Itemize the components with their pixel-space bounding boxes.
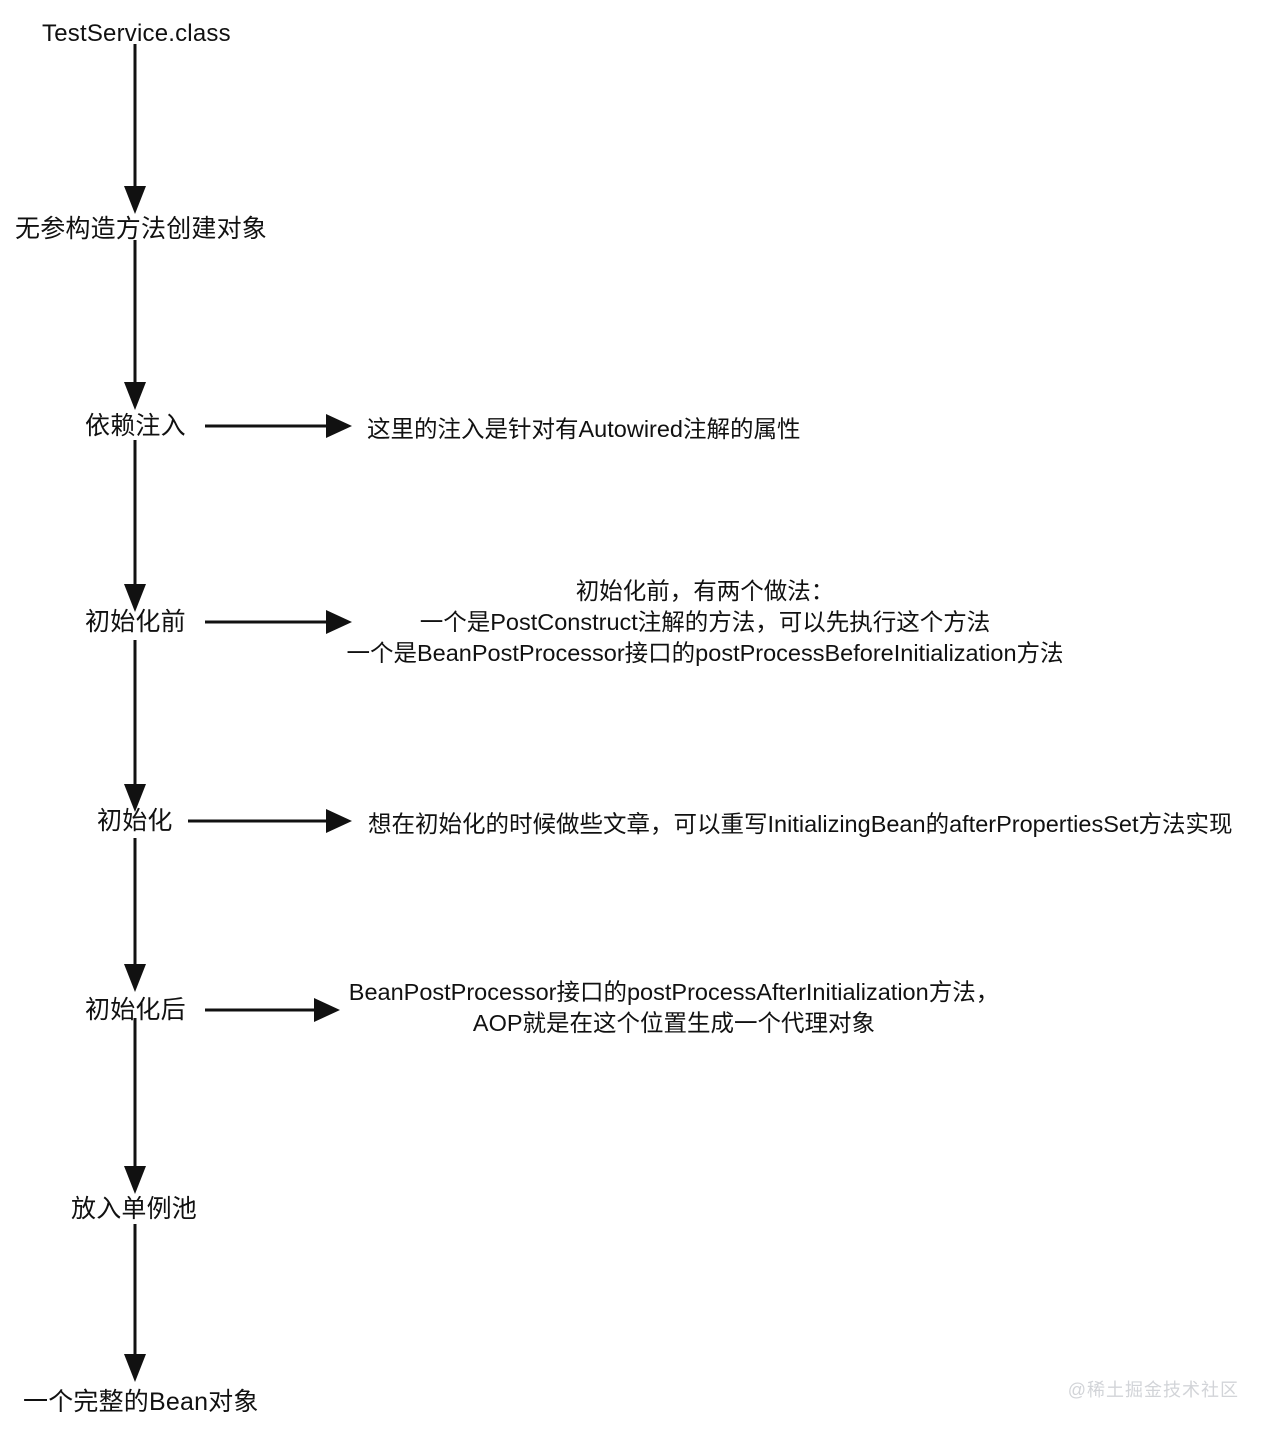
node-label-construct: 无参构造方法创建对象	[15, 215, 268, 243]
branch-note-after-init: BeanPostProcessor接口的postProcessAfterInit…	[340, 977, 1008, 1039]
node-label-singleton-pool: 放入单例池	[71, 1195, 198, 1223]
arrowhead-right-before-init	[326, 610, 352, 634]
arrowhead-right-after-init	[314, 998, 340, 1022]
arrowhead-right-inject	[326, 414, 352, 438]
watermark: @稀土掘金技术社区	[1067, 1380, 1239, 1400]
branch-note-before-init-line-3: 一个是BeanPostProcessor接口的postProcessBefore…	[346, 640, 1064, 667]
branch-note-before-init-line-1: 初始化前，有两个做法：	[575, 578, 835, 604]
branch-note-init: 想在初始化的时候做些文章，可以重写InitializingBean的afterP…	[368, 809, 1232, 840]
node-label-after-init: 初始化后	[85, 996, 186, 1024]
right-arrowhead-group	[314, 414, 352, 1022]
branch-note-inject: 这里的注入是针对有Autowired注解的属性	[367, 414, 801, 445]
arrowhead-down-after-init	[124, 964, 146, 992]
branch-note-inject-line-1: 这里的注入是针对有Autowired注解的属性	[367, 416, 801, 442]
arrowhead-down-inject	[124, 382, 146, 410]
arrowhead-down-before-init	[124, 584, 146, 612]
arrowhead-right-init	[326, 809, 352, 833]
node-label-inject: 依赖注入	[85, 412, 186, 440]
branch-note-init-line-1: 想在初始化的时候做些文章，可以重写InitializingBean的afterP…	[368, 811, 1233, 837]
branch-note-before-init-line-2: 一个是PostConstruct注解的方法，可以先执行这个方法	[419, 609, 991, 636]
down-arrowhead-group	[124, 186, 146, 1382]
branch-note-before-init: 初始化前，有两个做法： 一个是PostConstruct注解的方法，可以先执行这…	[335, 576, 1075, 669]
branch-note-after-init-line-2: AOP就是在这个位置生成一个代理对象	[472, 1010, 876, 1037]
arrowhead-down-pool	[124, 1166, 146, 1194]
node-label-before-init: 初始化前	[85, 608, 186, 636]
arrowhead-down-bean	[124, 1354, 146, 1382]
arrowhead-down-construct	[124, 186, 146, 214]
node-label-complete-bean: 一个完整的Bean对象	[23, 1388, 259, 1416]
branch-note-after-init-line-1: BeanPostProcessor接口的postProcessAfterInit…	[348, 979, 1000, 1005]
node-label-class: TestService.class	[42, 20, 231, 47]
arrowhead-down-init	[124, 784, 146, 812]
node-label-init: 初始化	[97, 807, 173, 835]
